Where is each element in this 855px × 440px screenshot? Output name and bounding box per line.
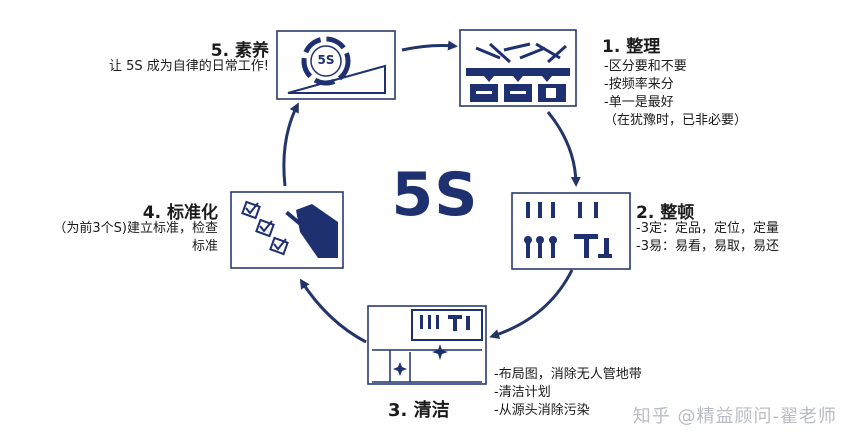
step3-line: -清洁计划 (494, 385, 551, 400)
step4-line: （为前3个S)建立标准，检查 (53, 221, 218, 236)
checklist-icon (241, 200, 289, 256)
arrow-1-to-2 (546, 111, 581, 187)
arrow-5-to-1 (401, 40, 458, 52)
step1-line: -区分要和不要 (604, 59, 687, 74)
step1-line: -单一是最好 (604, 95, 674, 110)
sparkle-icon (432, 344, 448, 360)
badge-5s: 5S (317, 53, 335, 67)
arrow-4-to-5 (282, 102, 299, 187)
arrow-2-to-3 (489, 269, 574, 339)
sorted-bins-icon (470, 84, 566, 102)
clean-tools-icon (420, 315, 470, 331)
step1-title: 1. 整理 (602, 37, 661, 57)
sort-funnels-icon (484, 76, 552, 82)
step1-line: （在犹豫时，已非必要） (604, 113, 748, 128)
arrow-3-to-4 (299, 278, 367, 344)
growth-ramp-icon (287, 64, 386, 94)
step5-desc: 让 5S 成为自律的日常工作! (109, 58, 269, 76)
step2-line: -3定：定品，定位，定量 (636, 221, 779, 236)
step3-line: -从源头消除污染 (494, 403, 590, 418)
step5-title: 5. 素养 (210, 41, 269, 61)
tool-shadow-board-icon (524, 202, 612, 258)
step2-desc: -3定：定品，定位，定量 -3易：易看，易取，易还 (636, 220, 779, 256)
step5-line: 让 5S 成为自律的日常工作! (109, 59, 269, 74)
floor-lines (372, 349, 482, 383)
step2-title: 2. 整顿 (636, 203, 695, 223)
hand-writing-icon (285, 204, 338, 258)
step3-desc: -布局图，消除无人管地带 -清洁计划 -从源头消除污染 (494, 366, 642, 420)
shelf-outline (411, 309, 483, 341)
watermark: 知乎 @精益顾问-翟老师 (632, 406, 837, 427)
sparkle-icon-2 (393, 362, 407, 376)
step2-line: -3易：易看，易取，易还 (636, 239, 779, 254)
center-label: 5S (391, 160, 479, 230)
step1-line: -按频率来分 (604, 77, 674, 92)
step3-line: -布局图，消除无人管地带 (494, 367, 642, 382)
step1-desc: -区分要和不要 -按频率来分 -单一是最好 （在犹豫时，已非必要） (604, 58, 747, 130)
step4-desc: （为前3个S)建立标准，检查 标准 (53, 220, 218, 256)
tools-pile-icon (475, 42, 567, 64)
step4-line: 标准 (191, 239, 218, 254)
step3-title: 3. 清洁 (388, 400, 450, 421)
step4-title: 4. 标准化 (142, 203, 218, 223)
